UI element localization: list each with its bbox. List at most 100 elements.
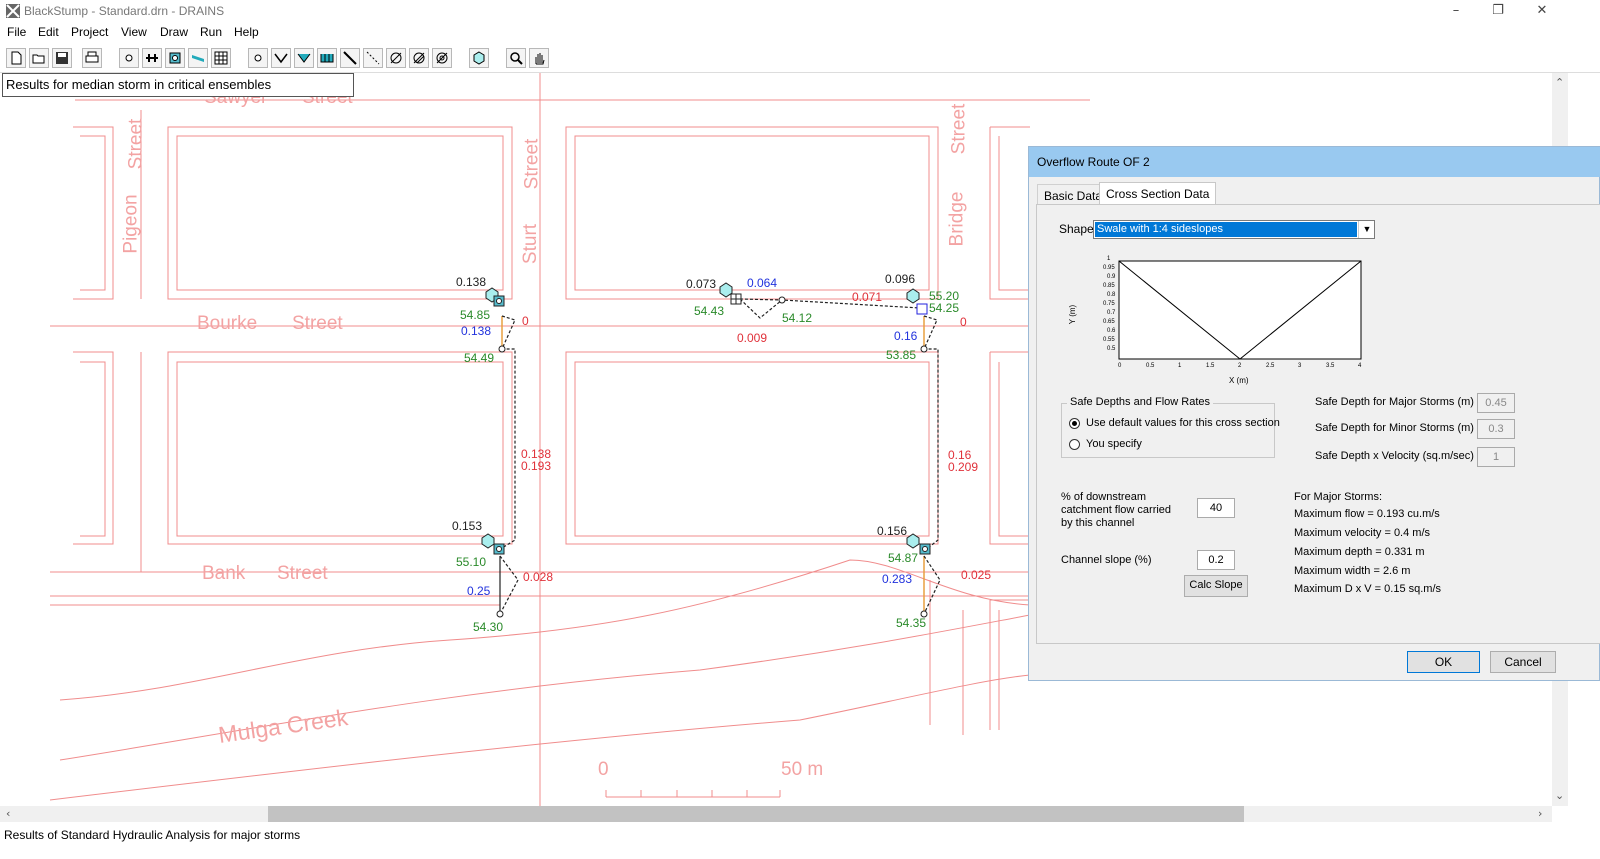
toolbar [0,43,1600,73]
street-bourke: Bourke [197,313,258,334]
title-bar: BlackStump - Standard.drn - DRAINS – ❐ ✕ [0,0,1600,23]
result-value: 0.25 [467,584,491,598]
shape-selected-value: Swale with 1:4 sideslopes [1095,222,1357,237]
result-value: 0.283 [882,572,913,586]
major-result-line: Maximum flow = 0.193 cu.m/s [1294,508,1440,520]
shape-label: Shape [1059,222,1094,236]
pct-label-line2: catchment flow carried [1061,504,1172,516]
plot-ylabel: Y (m) [1068,304,1078,325]
chevron-down-icon[interactable]: ▼ [1358,221,1375,238]
outlet-tool-icon[interactable] [469,48,489,68]
cancel-button[interactable]: Cancel [1490,651,1556,673]
close-icon[interactable]: ✕ [1536,3,1548,18]
menu-file[interactable]: File [7,25,27,39]
dashed-link-icon[interactable] [363,48,383,68]
overflow-tool-icon[interactable] [294,48,314,68]
result-value: 54.30 [473,620,504,634]
shape-select[interactable]: Swale with 1:4 sideslopes ▼ [1093,220,1375,239]
scroll-left-icon[interactable]: ‹ [6,807,11,820]
major-result-line: Maximum depth = 0.331 m [1294,546,1425,558]
result-value: 0.138 [521,447,552,461]
pan-hand-icon[interactable] [529,48,549,68]
menu-project[interactable]: Project [71,25,109,39]
menu-run[interactable]: Run [200,25,223,39]
result-value: 0 [522,314,529,328]
scale-end: 50 m [781,759,824,780]
junction-tool-icon[interactable] [248,48,268,68]
result-value: 54.25 [929,301,960,315]
tab-basic-data[interactable]: Basic Data [1037,184,1110,204]
table-tool-icon[interactable] [211,48,231,68]
weir-tool-icon[interactable] [432,48,452,68]
major-result-line: Maximum width = 2.6 m [1294,565,1411,577]
print-icon[interactable] [82,48,102,68]
pit-tool-icon[interactable] [165,48,185,68]
plot-ytick: 0.75 [1103,301,1115,307]
app-icon [6,4,20,18]
street-bourke-suffix: Street [292,313,343,334]
plot-ytick: 0.6 [1107,328,1116,334]
pct-flow-field[interactable]: 40 [1197,498,1235,518]
restore-icon[interactable]: ❐ [1492,3,1504,18]
link-tool-icon[interactable] [340,48,360,68]
result-value: 54.87 [888,551,919,565]
street-bridge-suffix: Street [948,103,970,155]
pipe-tool-icon[interactable] [142,48,162,68]
result-value: 54.49 [464,351,495,365]
major-storms-title: For Major Storms: [1294,491,1383,503]
zoom-icon[interactable] [506,48,526,68]
plot-xtick: 4 [1358,363,1362,369]
result-value: 0.096 [885,272,916,286]
plot-xtick: 3 [1298,363,1302,369]
plot-ytick: 0.7 [1107,310,1116,316]
result-value: 0.073 [686,277,717,291]
menu-draw[interactable]: Draw [160,25,189,39]
result-value: 0.156 [877,524,908,538]
safe-major-label: Safe Depth for Major Storms (m) [1315,396,1474,408]
plot-xtick: 1 [1178,363,1182,369]
calc-slope-button[interactable]: Calc Slope [1184,575,1248,597]
radio-default-label: Use default values for this cross sectio… [1086,417,1280,429]
safe-dv-label: Safe Depth x Velocity (sq.m/sec) [1315,450,1474,462]
result-value: 55.10 [456,555,487,569]
result-value: 0.028 [523,570,554,584]
major-result-line: Maximum velocity = 0.4 m/s [1294,527,1431,539]
result-value: 0.16 [894,329,918,343]
status-text: Results of Standard Hydraulic Analysis f… [4,828,301,842]
swale-tool-icon[interactable] [271,48,291,68]
bridge-tool-icon[interactable] [409,48,429,68]
horizontal-scroll-thumb[interactable] [268,806,1244,822]
detention-tool-icon[interactable] [317,48,337,68]
scroll-down-icon[interactable]: ⌄ [1555,789,1565,802]
save-icon[interactable] [52,48,72,68]
safe-minor-label: Safe Depth for Minor Storms (m) [1315,422,1474,434]
menu-view[interactable]: View [121,25,147,39]
cross-section-panel: Shape Swale with 1:4 sideslopes ▼ Y (m) … [1036,204,1600,644]
tab-cross-section-data[interactable]: Cross Section Data [1099,182,1217,205]
ok-button[interactable]: OK [1407,651,1480,673]
scroll-up-icon[interactable]: ⌃ [1555,76,1565,89]
result-value: 0.138 [461,324,492,338]
result-value: 0.071 [852,290,883,304]
result-value: 0 [960,315,967,329]
safe-dv-field[interactable]: 1 [1477,447,1515,467]
street-pigeon: Pigeon [120,194,142,254]
radio-default-values[interactable] [1069,418,1080,429]
channel-slope-field[interactable]: 0.2 [1197,550,1235,570]
node-tool-icon[interactable] [119,48,139,68]
open-folder-icon[interactable] [29,48,49,68]
menu-edit[interactable]: Edit [38,25,59,39]
radio-you-specify[interactable] [1069,439,1080,450]
safe-major-field[interactable]: 0.45 [1477,393,1515,413]
safe-minor-field[interactable]: 0.3 [1477,419,1515,439]
street-bank-suffix: Street [277,563,328,584]
result-value: 54.85 [460,308,491,322]
dialog-title-bar[interactable]: Overflow Route OF 2 [1029,147,1600,177]
plot-ytick: 0.95 [1103,265,1115,271]
minimize-icon[interactable]: – [1452,3,1460,18]
menu-help[interactable]: Help [234,25,259,39]
new-file-icon[interactable] [6,48,26,68]
culvert-tool-icon[interactable] [386,48,406,68]
channel-tool-icon[interactable] [188,48,208,68]
scroll-right-icon[interactable]: › [1538,807,1543,820]
